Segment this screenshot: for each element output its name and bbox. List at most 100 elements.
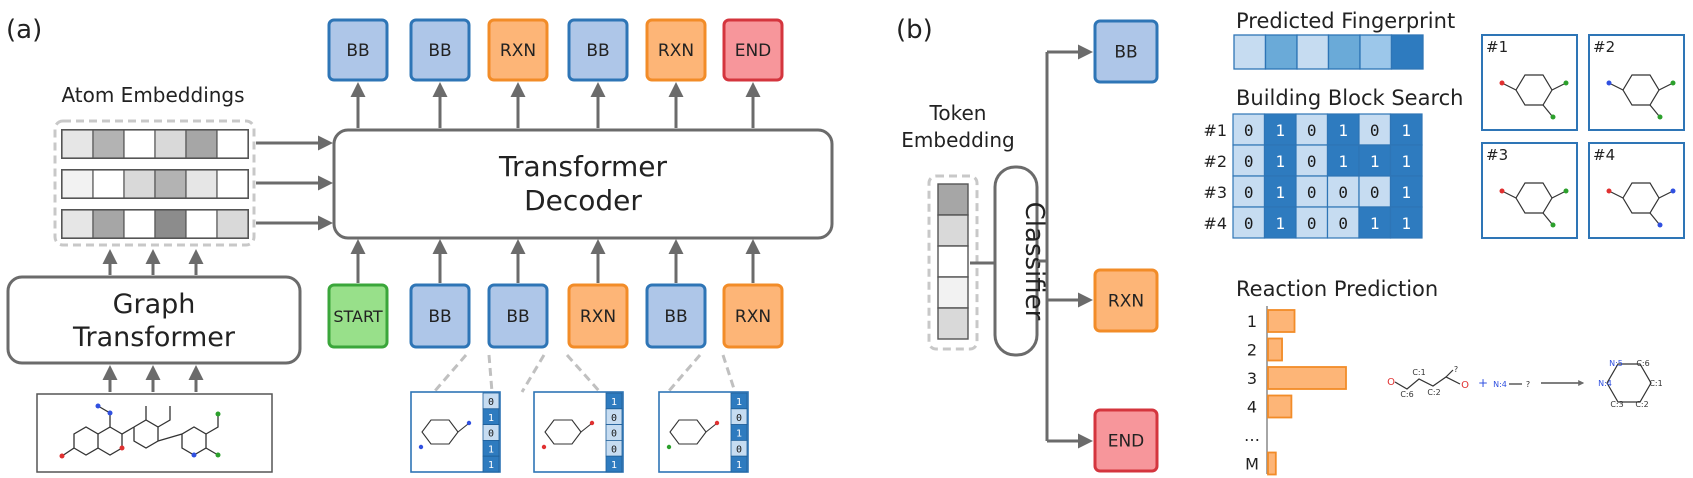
reaction-scheme: O C:6 C:1 C:2 ? O + N:4 ? N:5 C:6 N:4 C:…	[1387, 359, 1663, 409]
token-embedding-line2: Embedding	[901, 128, 1014, 152]
input-token-rxn-label: RXN	[735, 307, 771, 327]
atom-embedding-matrix	[61, 129, 249, 239]
fingerprint-bit-value: 1	[488, 460, 494, 471]
fingerprint-bit-value: 0	[611, 429, 617, 440]
bb-search-cell	[1263, 175, 1297, 208]
fingerprint-bit-value: 0	[488, 397, 494, 408]
candidate-card-frame	[1481, 34, 1578, 131]
input-token-bb: BB	[409, 283, 471, 349]
reaction-probability-bar	[1267, 394, 1293, 419]
atom-embedding-cell	[185, 169, 218, 199]
candidate-card: #2	[1588, 34, 1685, 131]
candidate-label: #2	[1593, 38, 1615, 56]
fingerprint-bit-value: 0	[611, 413, 617, 424]
bb-search-row-label: #1	[1203, 121, 1227, 140]
output-token-end-label: END	[735, 41, 772, 61]
reaction-row-label: …	[1244, 426, 1260, 445]
input-token-bb-box	[645, 283, 707, 349]
candidate-bond	[1542, 212, 1553, 225]
fingerprint-bit-value: 0	[488, 429, 494, 440]
fingerprint-bit-value: 1	[736, 460, 742, 471]
candidate-heteroatom	[1550, 222, 1556, 228]
output-token-rxn-box	[487, 18, 549, 82]
token-embedding-cell	[937, 307, 969, 340]
input-token-start-label: START	[333, 307, 383, 326]
bb-search-bit: 0	[1244, 121, 1254, 140]
building-block-heteroatom	[666, 444, 672, 450]
candidate-bond	[1649, 212, 1660, 225]
bb-search-bit: 1	[1401, 183, 1411, 202]
bb-search-row-label: #3	[1203, 183, 1227, 202]
molecule-to-graph-arrows	[102, 365, 204, 392]
bb-search-cell	[1326, 144, 1360, 177]
atom-embedding-cell	[123, 129, 156, 159]
bb-search-cell	[1295, 113, 1329, 146]
atom-embedding-cell	[61, 129, 94, 159]
fingerprint-bit-cell	[605, 455, 623, 473]
input-token-rxn-label: RXN	[580, 307, 616, 327]
fingerprint-bit-value: 1	[488, 413, 494, 424]
bb-search-row-label: #4	[1203, 214, 1227, 233]
predicted-fingerprint-cell	[1233, 34, 1267, 70]
token-embedding-vector	[937, 183, 969, 340]
candidate-heteroatom	[1563, 80, 1569, 86]
classifier-output-bb-label: BB	[1114, 43, 1137, 63]
reactant-atom-o1: O	[1387, 377, 1395, 388]
token-embedding-cell	[937, 183, 969, 216]
bb-search-bit: 1	[1401, 152, 1411, 171]
output-token-bb: BB	[567, 18, 629, 82]
candidate-card-frame	[1588, 142, 1685, 239]
candidate-heteroatom	[1499, 80, 1505, 86]
atom-embeddings-group	[53, 119, 256, 247]
input-molecule-structure	[61, 405, 219, 457]
bb-search-cell	[1232, 175, 1266, 208]
predicted-fingerprint-cell	[1296, 34, 1330, 70]
fingerprint-bit-cell	[730, 455, 748, 473]
candidate-heteroatom	[1550, 114, 1556, 120]
output-token-end-box	[722, 18, 784, 82]
output-token-rxn-box	[645, 18, 707, 82]
token-embedding-cell	[937, 214, 969, 247]
atom-embedding-cell	[61, 209, 94, 239]
reaction-probability-bar	[1267, 451, 1277, 476]
reaction-row-label: 1	[1247, 312, 1257, 331]
candidate-card-frame	[1481, 142, 1578, 239]
fingerprint-bit-value: 1	[736, 429, 742, 440]
candidate-card: #3	[1481, 142, 1578, 239]
reactant-structure	[1394, 369, 1461, 390]
product-ring	[1606, 363, 1652, 403]
classifier-box	[993, 165, 1039, 357]
input-token-rxn: RXN	[722, 283, 784, 349]
atom-embedding-cell	[123, 209, 156, 239]
candidate-bond	[1503, 191, 1517, 199]
candidate-card-frame	[1588, 34, 1685, 131]
building-block-heteroatom	[418, 444, 424, 450]
reactant-atom-c1: C:1	[1412, 368, 1425, 377]
predicted-fingerprint-cell	[1264, 34, 1298, 70]
panel-a-label: (a)	[6, 15, 42, 45]
fingerprint-callout-lines	[432, 354, 737, 393]
input-token-bb-label: BB	[664, 307, 687, 327]
output-token-rxn: RXN	[487, 18, 549, 82]
candidate-label: #4	[1593, 146, 1615, 164]
bb-search-cell	[1232, 113, 1266, 146]
predicted-fingerprint-bar	[1233, 34, 1424, 70]
bb-search-bit: 1	[1275, 121, 1285, 140]
graph-transformer-line2: Transformer	[72, 322, 236, 353]
bb-search-bit: 0	[1307, 152, 1317, 171]
candidate-heteroatom	[1606, 80, 1612, 86]
output-token-bb-box	[567, 18, 629, 82]
building-block-bond	[705, 423, 717, 433]
reagent-atom-n4: N:4	[1493, 380, 1507, 389]
bb-search-cell	[1389, 175, 1423, 208]
graph-transformer-line1: Graph	[113, 289, 196, 320]
embedding-to-decoder-arrows	[256, 135, 333, 231]
